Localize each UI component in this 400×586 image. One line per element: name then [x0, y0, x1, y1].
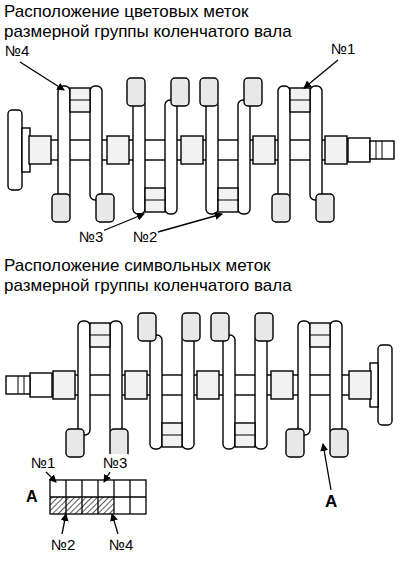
callout-letter: A — [324, 492, 338, 512]
heading: Расположение цветовых меток размерной гр… — [4, 2, 316, 41]
crank-part — [286, 429, 304, 457]
oil-hole — [290, 100, 310, 101]
crank-part — [8, 110, 22, 190]
callout-number: №3 — [78, 228, 104, 245]
crank-part — [96, 194, 114, 222]
crank-part — [52, 194, 70, 222]
crankshaft-top — [8, 78, 394, 222]
crank-part — [58, 86, 70, 200]
crank-part — [200, 78, 218, 106]
callout-number: №2 — [132, 228, 158, 245]
crank-part — [90, 86, 102, 200]
crank-part — [255, 335, 267, 449]
crank-part — [181, 136, 203, 164]
callout-number: №3 — [102, 454, 128, 471]
crank-part — [78, 321, 90, 435]
callout-number: №4 — [108, 536, 134, 553]
oil-hole — [235, 435, 255, 436]
callout-letter: A — [26, 488, 38, 506]
heading: Расположение символьных меток размерной … — [4, 256, 334, 295]
crank-part — [325, 136, 347, 164]
crank-part — [310, 86, 322, 200]
crank-part — [127, 78, 145, 106]
crank-part — [70, 88, 90, 112]
crank-part — [182, 313, 200, 341]
crank-part — [125, 371, 147, 399]
crank-part — [278, 86, 290, 200]
crank-part — [110, 429, 128, 457]
crankshaft-bottom — [6, 313, 392, 457]
crank-part — [30, 373, 52, 397]
crank-part — [133, 100, 145, 214]
crank-part — [107, 136, 129, 164]
crank-part — [378, 345, 392, 425]
crank-part — [29, 136, 51, 164]
mark-grid — [50, 480, 146, 514]
crank-part — [6, 376, 30, 394]
crank-part — [206, 100, 218, 214]
oil-hole — [310, 335, 330, 336]
crank-part — [272, 194, 290, 222]
crank-part — [271, 371, 293, 399]
crank-part — [150, 335, 162, 449]
oil-hole — [145, 200, 165, 201]
crank-part — [316, 194, 334, 222]
crank-part — [182, 335, 194, 449]
oil-hole — [70, 100, 90, 101]
crank-part — [90, 323, 110, 347]
leader-lines — [20, 60, 338, 534]
crank-part — [24, 376, 25, 394]
crank-part — [223, 335, 235, 449]
callout-number: №4 — [4, 42, 30, 59]
crank-part — [238, 100, 250, 214]
crank-part — [330, 321, 342, 435]
crank-part — [66, 429, 84, 457]
oil-hole — [218, 200, 238, 201]
crank-part — [310, 323, 330, 347]
crank-part — [253, 136, 275, 164]
crank-part — [298, 321, 310, 435]
crank-part — [244, 78, 262, 106]
crank-part — [382, 141, 383, 159]
callout-number: №1 — [30, 454, 56, 471]
crank-part — [376, 141, 377, 159]
crank-part — [165, 100, 177, 214]
crank-part — [162, 423, 182, 447]
crank-part — [348, 138, 370, 162]
crank-part — [349, 371, 371, 399]
crank-part — [197, 371, 219, 399]
crank-part — [330, 429, 348, 457]
crank-part — [218, 188, 238, 212]
crank-part — [370, 141, 394, 159]
callout-number: №1 — [330, 40, 356, 57]
crank-part — [171, 78, 189, 106]
oil-hole — [90, 335, 110, 336]
crank-part — [255, 313, 273, 341]
crank-part — [211, 313, 229, 341]
crank-part — [18, 376, 19, 394]
crank-part — [235, 423, 255, 447]
crank-part — [290, 88, 310, 112]
crank-part — [145, 188, 165, 212]
crank-part — [138, 313, 156, 341]
crank-part — [110, 321, 122, 435]
crank-part — [53, 371, 75, 399]
oil-hole — [162, 435, 182, 436]
callout-number: №2 — [50, 536, 76, 553]
